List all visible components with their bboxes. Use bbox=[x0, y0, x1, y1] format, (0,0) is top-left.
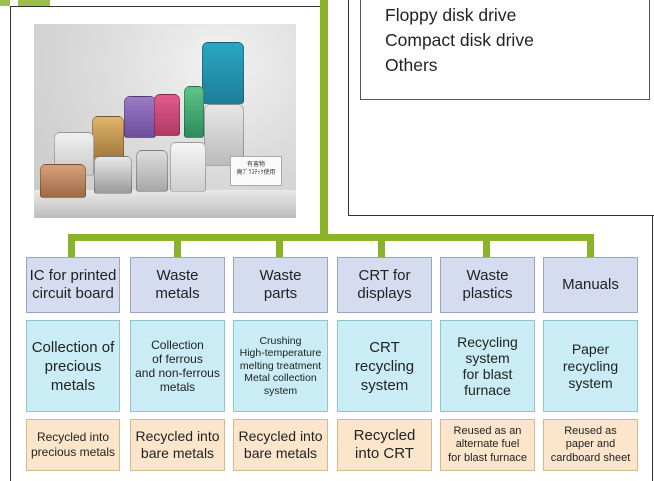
cropped-heading-fragment bbox=[0, 0, 70, 6]
process-box: Recycling system for blast furnace bbox=[440, 320, 535, 412]
category-box: Waste parts bbox=[233, 257, 328, 313]
category-label: IC for printed circuit board bbox=[29, 267, 117, 302]
process-label: Collection of precious metals bbox=[31, 338, 115, 394]
category-box: CRT for displays bbox=[337, 257, 432, 313]
photo-jar-glass bbox=[170, 142, 206, 192]
process-box: Collection of ferrous and non-ferrous me… bbox=[130, 320, 225, 412]
right-frame-bottom-line bbox=[348, 215, 654, 216]
component-list-item: Floppy disk drive bbox=[385, 5, 517, 25]
category-label: Manuals bbox=[562, 276, 619, 293]
outcome-box: Reused as an alternate fuel for blast fu… bbox=[440, 419, 535, 471]
process-box: Paper recycling system bbox=[543, 320, 638, 412]
main-stem-connector bbox=[320, 0, 328, 240]
photo-jar-gray bbox=[136, 150, 168, 192]
outcome-label: Reused as an alternate fuel for blast fu… bbox=[448, 424, 527, 464]
outcome-box: Recycled into precious metals bbox=[26, 419, 120, 471]
branch-connector-1 bbox=[68, 234, 75, 258]
process-label: Paper recycling system bbox=[562, 340, 619, 391]
photo-jar-teal bbox=[202, 42, 244, 104]
photo-jar-purple bbox=[124, 96, 156, 138]
top-frame-line bbox=[10, 6, 320, 7]
horizontal-bus-connector bbox=[68, 234, 594, 241]
branch-connector-3 bbox=[276, 234, 283, 258]
left-frame-line bbox=[10, 6, 11, 234]
component-list: Floppy disk drive Compact disk drive Oth… bbox=[385, 3, 534, 78]
category-box: IC for printed circuit board bbox=[26, 257, 120, 313]
left-frame-lower-line bbox=[10, 234, 11, 481]
category-box: Waste metals bbox=[130, 257, 225, 313]
photo-jar-pink bbox=[154, 94, 180, 136]
right-frame-left-line bbox=[348, 0, 349, 215]
photo-jar-amber bbox=[92, 116, 124, 162]
process-label: Crushing High-temperature melting treatm… bbox=[239, 334, 322, 397]
component-list-box: Floppy disk drive Compact disk drive Oth… bbox=[360, 0, 650, 100]
outcome-label: Recycled into CRT bbox=[353, 427, 416, 462]
process-box: Collection of precious metals bbox=[26, 320, 120, 412]
process-label: CRT recycling system bbox=[354, 338, 415, 394]
branch-connector-2 bbox=[174, 234, 181, 258]
outcome-label: Recycled into bare metals bbox=[135, 428, 220, 461]
component-list-item: Others bbox=[385, 55, 438, 75]
photo-jar-silver bbox=[94, 156, 132, 194]
category-label: Waste plastics bbox=[462, 267, 513, 302]
outcome-box: Recycled into bare metals bbox=[233, 419, 328, 471]
photo-label-card: 有害物 廃ﾌﾟﾗｽﾁｯｸ使用 bbox=[230, 156, 282, 186]
outcome-box: Recycled into bare metals bbox=[130, 419, 225, 471]
materials-photo: 有害物 廃ﾌﾟﾗｽﾁｯｸ使用 bbox=[34, 24, 296, 218]
branch-connector-6 bbox=[587, 234, 594, 258]
category-label: CRT for displays bbox=[357, 267, 412, 302]
category-label: Waste metals bbox=[155, 267, 200, 302]
photo-jar-green bbox=[184, 86, 204, 138]
branch-connector-5 bbox=[483, 234, 490, 258]
photo-jar-copper bbox=[40, 164, 86, 198]
outcome-label: Recycled into precious metals bbox=[30, 430, 116, 459]
process-label: Collection of ferrous and non-ferrous me… bbox=[135, 338, 220, 394]
category-box: Waste plastics bbox=[440, 257, 535, 313]
photo-jar-white bbox=[204, 104, 244, 166]
category-label: Waste parts bbox=[259, 267, 302, 302]
outcome-label: Recycled into bare metals bbox=[238, 428, 323, 461]
right-frame-right-line bbox=[652, 215, 653, 481]
component-list-item: Compact disk drive bbox=[385, 30, 534, 50]
outcome-label: Reused as paper and cardboard sheet bbox=[550, 424, 631, 464]
branch-connector-4 bbox=[378, 234, 385, 258]
process-label: Recycling system for blast furnace bbox=[457, 334, 518, 398]
process-box: Crushing High-temperature melting treatm… bbox=[233, 320, 328, 412]
category-box: Manuals bbox=[543, 257, 638, 313]
process-box: CRT recycling system bbox=[337, 320, 432, 412]
outcome-box: Recycled into CRT bbox=[337, 419, 432, 471]
outcome-box: Reused as paper and cardboard sheet bbox=[543, 419, 638, 471]
